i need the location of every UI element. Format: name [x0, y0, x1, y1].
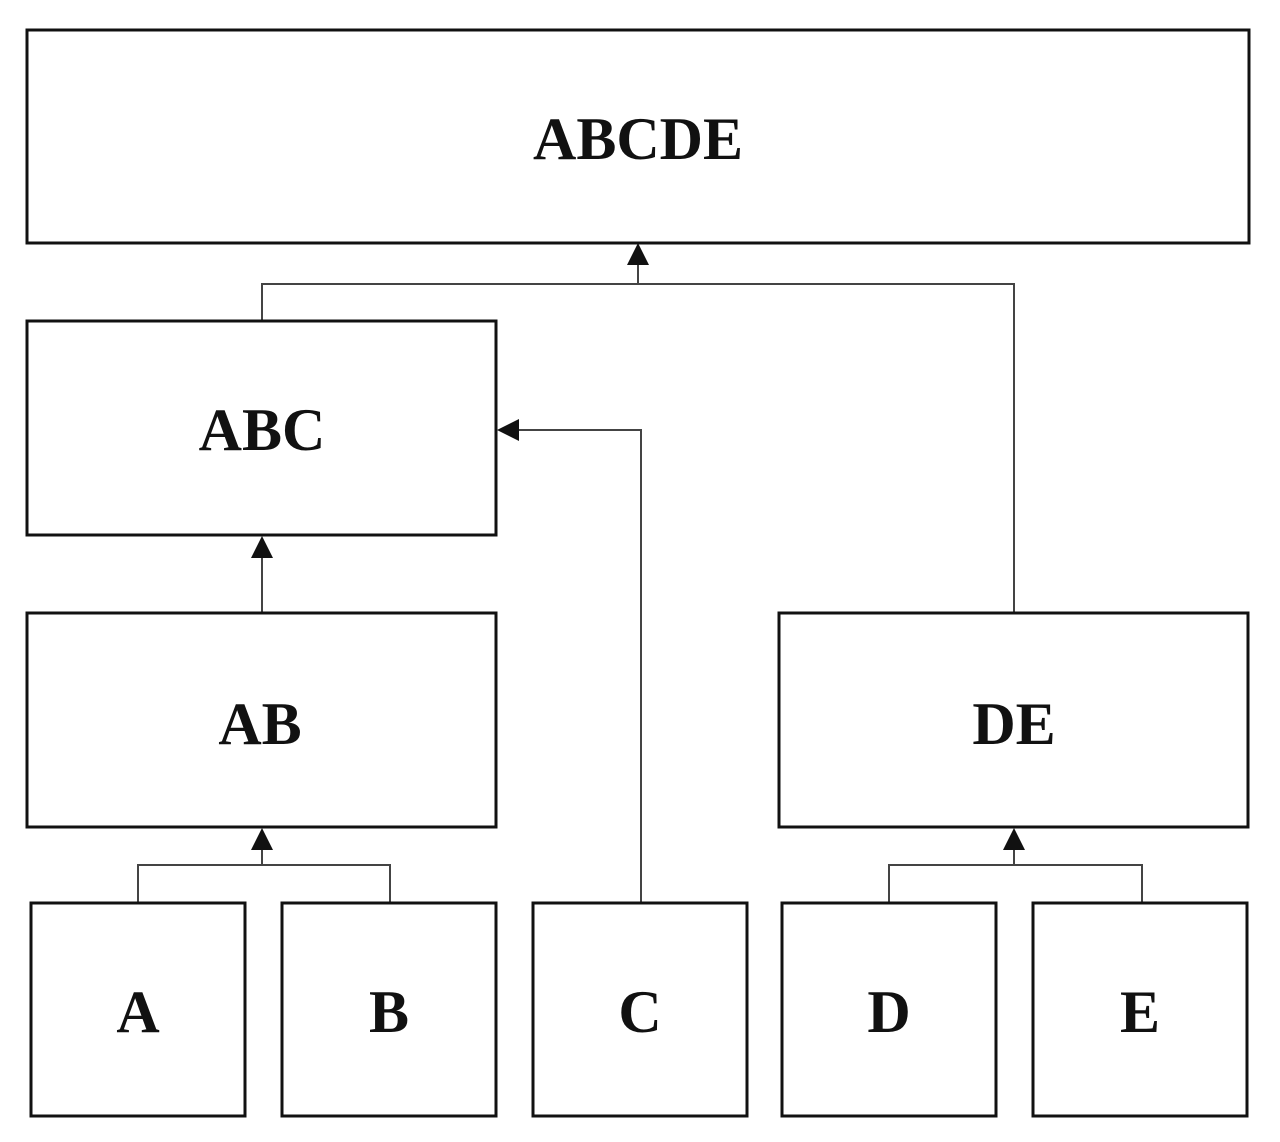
node-a: A: [29, 901, 247, 1118]
node-b: B: [280, 901, 498, 1118]
edge-c-to-abc: [518, 429, 642, 902]
arrowhead-abc-side: [497, 419, 519, 441]
arrowhead-ab: [251, 828, 273, 850]
node-b-label: B: [369, 979, 409, 1045]
node-a-label: A: [116, 979, 159, 1045]
edge-a-b-to-ab: [137, 848, 391, 902]
node-abcde: ABCDE: [25, 28, 1251, 245]
node-ab-label: AB: [218, 691, 301, 757]
node-d: D: [780, 901, 998, 1118]
connectors: [137, 243, 1143, 902]
node-e-label: E: [1120, 979, 1160, 1045]
node-de-label: DE: [972, 691, 1055, 757]
node-c: C: [531, 901, 749, 1118]
node-c-label: C: [618, 979, 661, 1045]
node-e: E: [1031, 901, 1249, 1118]
arrowhead-de: [1003, 828, 1025, 850]
node-ab: AB: [25, 611, 498, 829]
node-abc-label: ABC: [199, 397, 326, 463]
node-de: DE: [777, 611, 1250, 829]
node-d-label: D: [867, 979, 910, 1045]
edge-d-e-to-de: [888, 848, 1143, 902]
arrowhead-abcde: [627, 243, 649, 265]
arrowhead-abc-bottom: [251, 536, 273, 558]
edge-abc-de-to-abcde: [261, 262, 1015, 612]
node-abcde-label: ABCDE: [533, 106, 743, 172]
node-abc: ABC: [25, 319, 498, 537]
